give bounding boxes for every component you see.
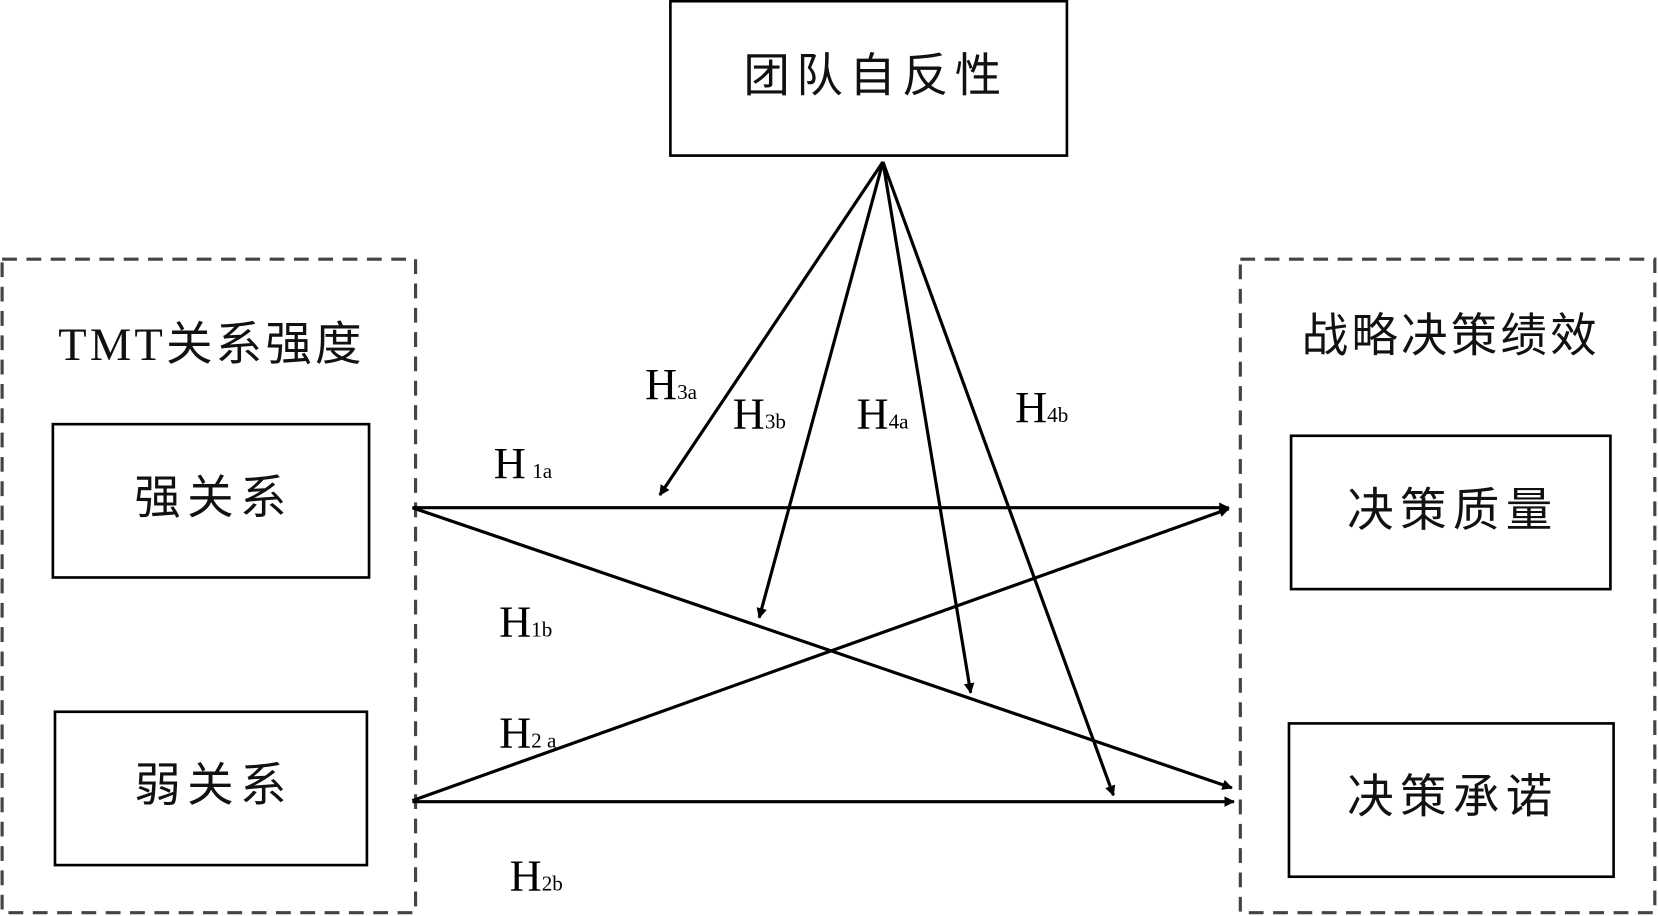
hypothesis-h2a: H2 a [499, 708, 557, 758]
hypothesis-h4a: H4a [856, 388, 909, 438]
independent-group-box [0, 257, 418, 915]
decision-quality-box [1289, 434, 1612, 591]
moderator-box [669, 0, 1069, 157]
hypothesis-h3b: H3b [733, 388, 786, 438]
moderator-label: 团队自反性 [743, 48, 1007, 102]
strong-tie-label: 强关系 [134, 470, 293, 524]
independent-group-title: TMT关系强度 [58, 320, 364, 371]
dependent-group-box [1238, 257, 1657, 915]
dependent-group-title: 战略决策绩效 [1302, 311, 1600, 362]
weak-tie-box [53, 710, 369, 867]
arrow-h3a [658, 161, 885, 496]
decision-quality-label: 决策质量 [1347, 483, 1558, 537]
hypothesis-h2b: H2b [510, 850, 563, 900]
hypothesis-h3a: H3a [645, 359, 698, 409]
arrow-h3b [756, 161, 885, 619]
hypothesis-h1b: H1b [499, 597, 552, 647]
arrow-h4b [881, 161, 1116, 797]
arrow-h2a [411, 506, 1230, 803]
weak-tie-label: 弱关系 [134, 758, 293, 812]
decision-commitment-box [1287, 722, 1615, 879]
arrow-h4a [881, 161, 975, 694]
decision-commitment-label: 决策承诺 [1347, 770, 1558, 824]
strong-tie-box [51, 422, 371, 579]
hypothesis-h4b: H4b [1015, 382, 1068, 432]
